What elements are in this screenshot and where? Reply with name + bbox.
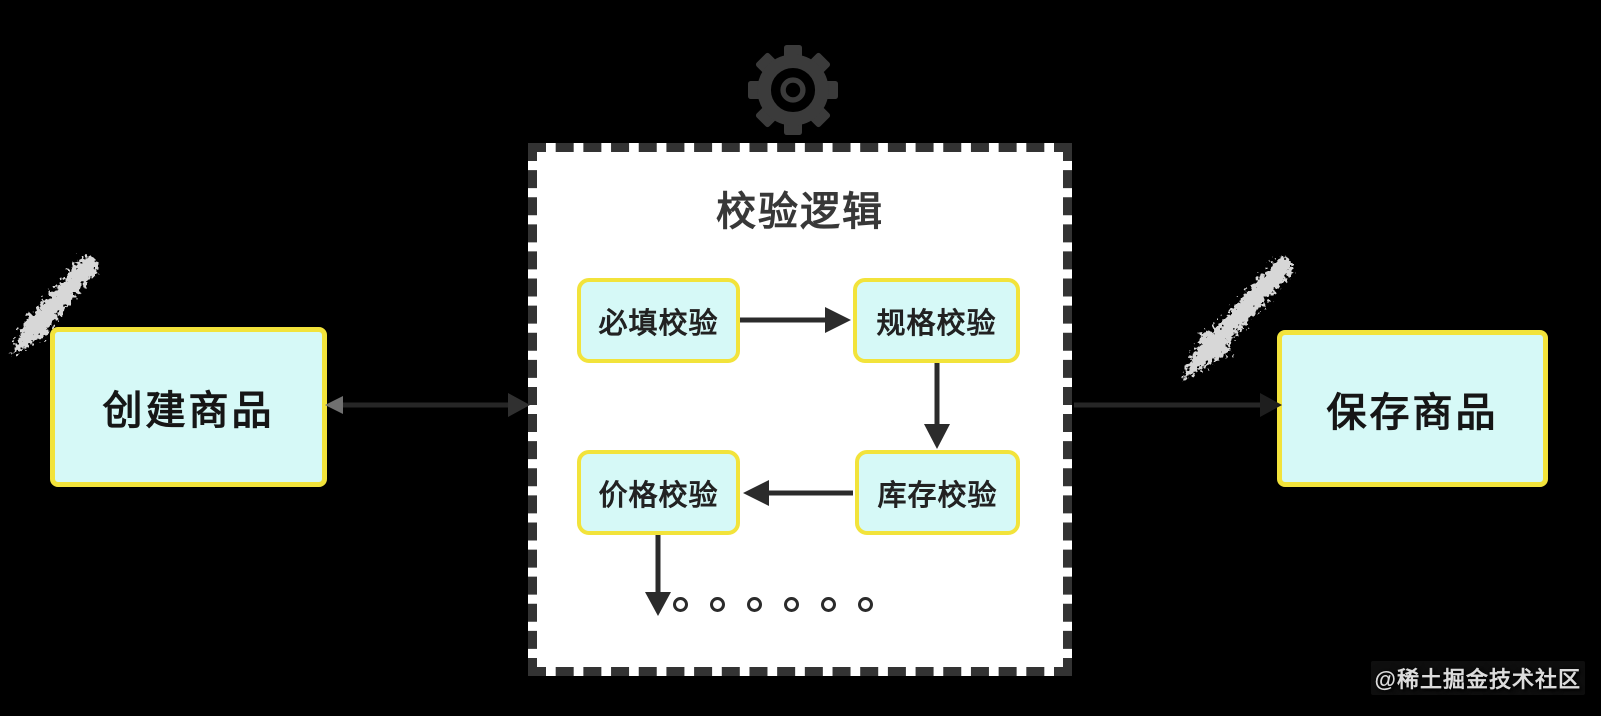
node-stock-validation-label: 库存校验 — [877, 479, 998, 512]
node-price-validation-label: 价格校验 — [598, 479, 719, 512]
node-create-product: 创建商品 — [50, 327, 327, 487]
node-stock-validation: 库存校验 — [855, 450, 1020, 535]
ellipsis-dot — [821, 597, 836, 612]
node-spec-validation-label: 规格校验 — [876, 307, 997, 340]
node-required-validation: 必填校验 — [577, 278, 740, 363]
gear-hub — [780, 77, 806, 103]
node-save-product-label: 保存商品 — [1326, 390, 1499, 435]
gear-icon — [748, 45, 838, 135]
gear-ring — [757, 54, 829, 126]
node-spec-validation: 规格校验 — [853, 278, 1020, 363]
arrow-stock-to-price — [743, 480, 853, 506]
connector-panel-to-save — [1074, 393, 1282, 417]
chalk-arrow-right-icon — [1181, 257, 1293, 381]
ellipsis-dot — [747, 597, 762, 612]
node-save-product: 保存商品 — [1277, 330, 1548, 487]
validation-logic-panel: 校验逻辑 必填校验 规格校验 价格校验 库存校验 — [528, 143, 1072, 676]
connector-create-to-panel — [325, 393, 530, 417]
node-create-product-label: 创建商品 — [102, 389, 275, 433]
arrow-spec-to-stock — [924, 363, 950, 449]
ellipsis-dot — [710, 597, 725, 612]
node-price-validation: 价格校验 — [577, 450, 740, 535]
ellipsis-dot — [673, 597, 688, 612]
panel-title: 校验逻辑 — [716, 190, 884, 234]
node-required-validation-label: 必填校验 — [598, 307, 719, 340]
ellipsis-dots — [673, 597, 873, 612]
watermark: @稀土掘金技术社区 — [1370, 661, 1585, 695]
arrow-price-to-more — [645, 535, 671, 616]
arrow-required-to-spec — [740, 307, 851, 333]
ellipsis-dot — [858, 597, 873, 612]
ellipsis-dot — [784, 597, 799, 612]
